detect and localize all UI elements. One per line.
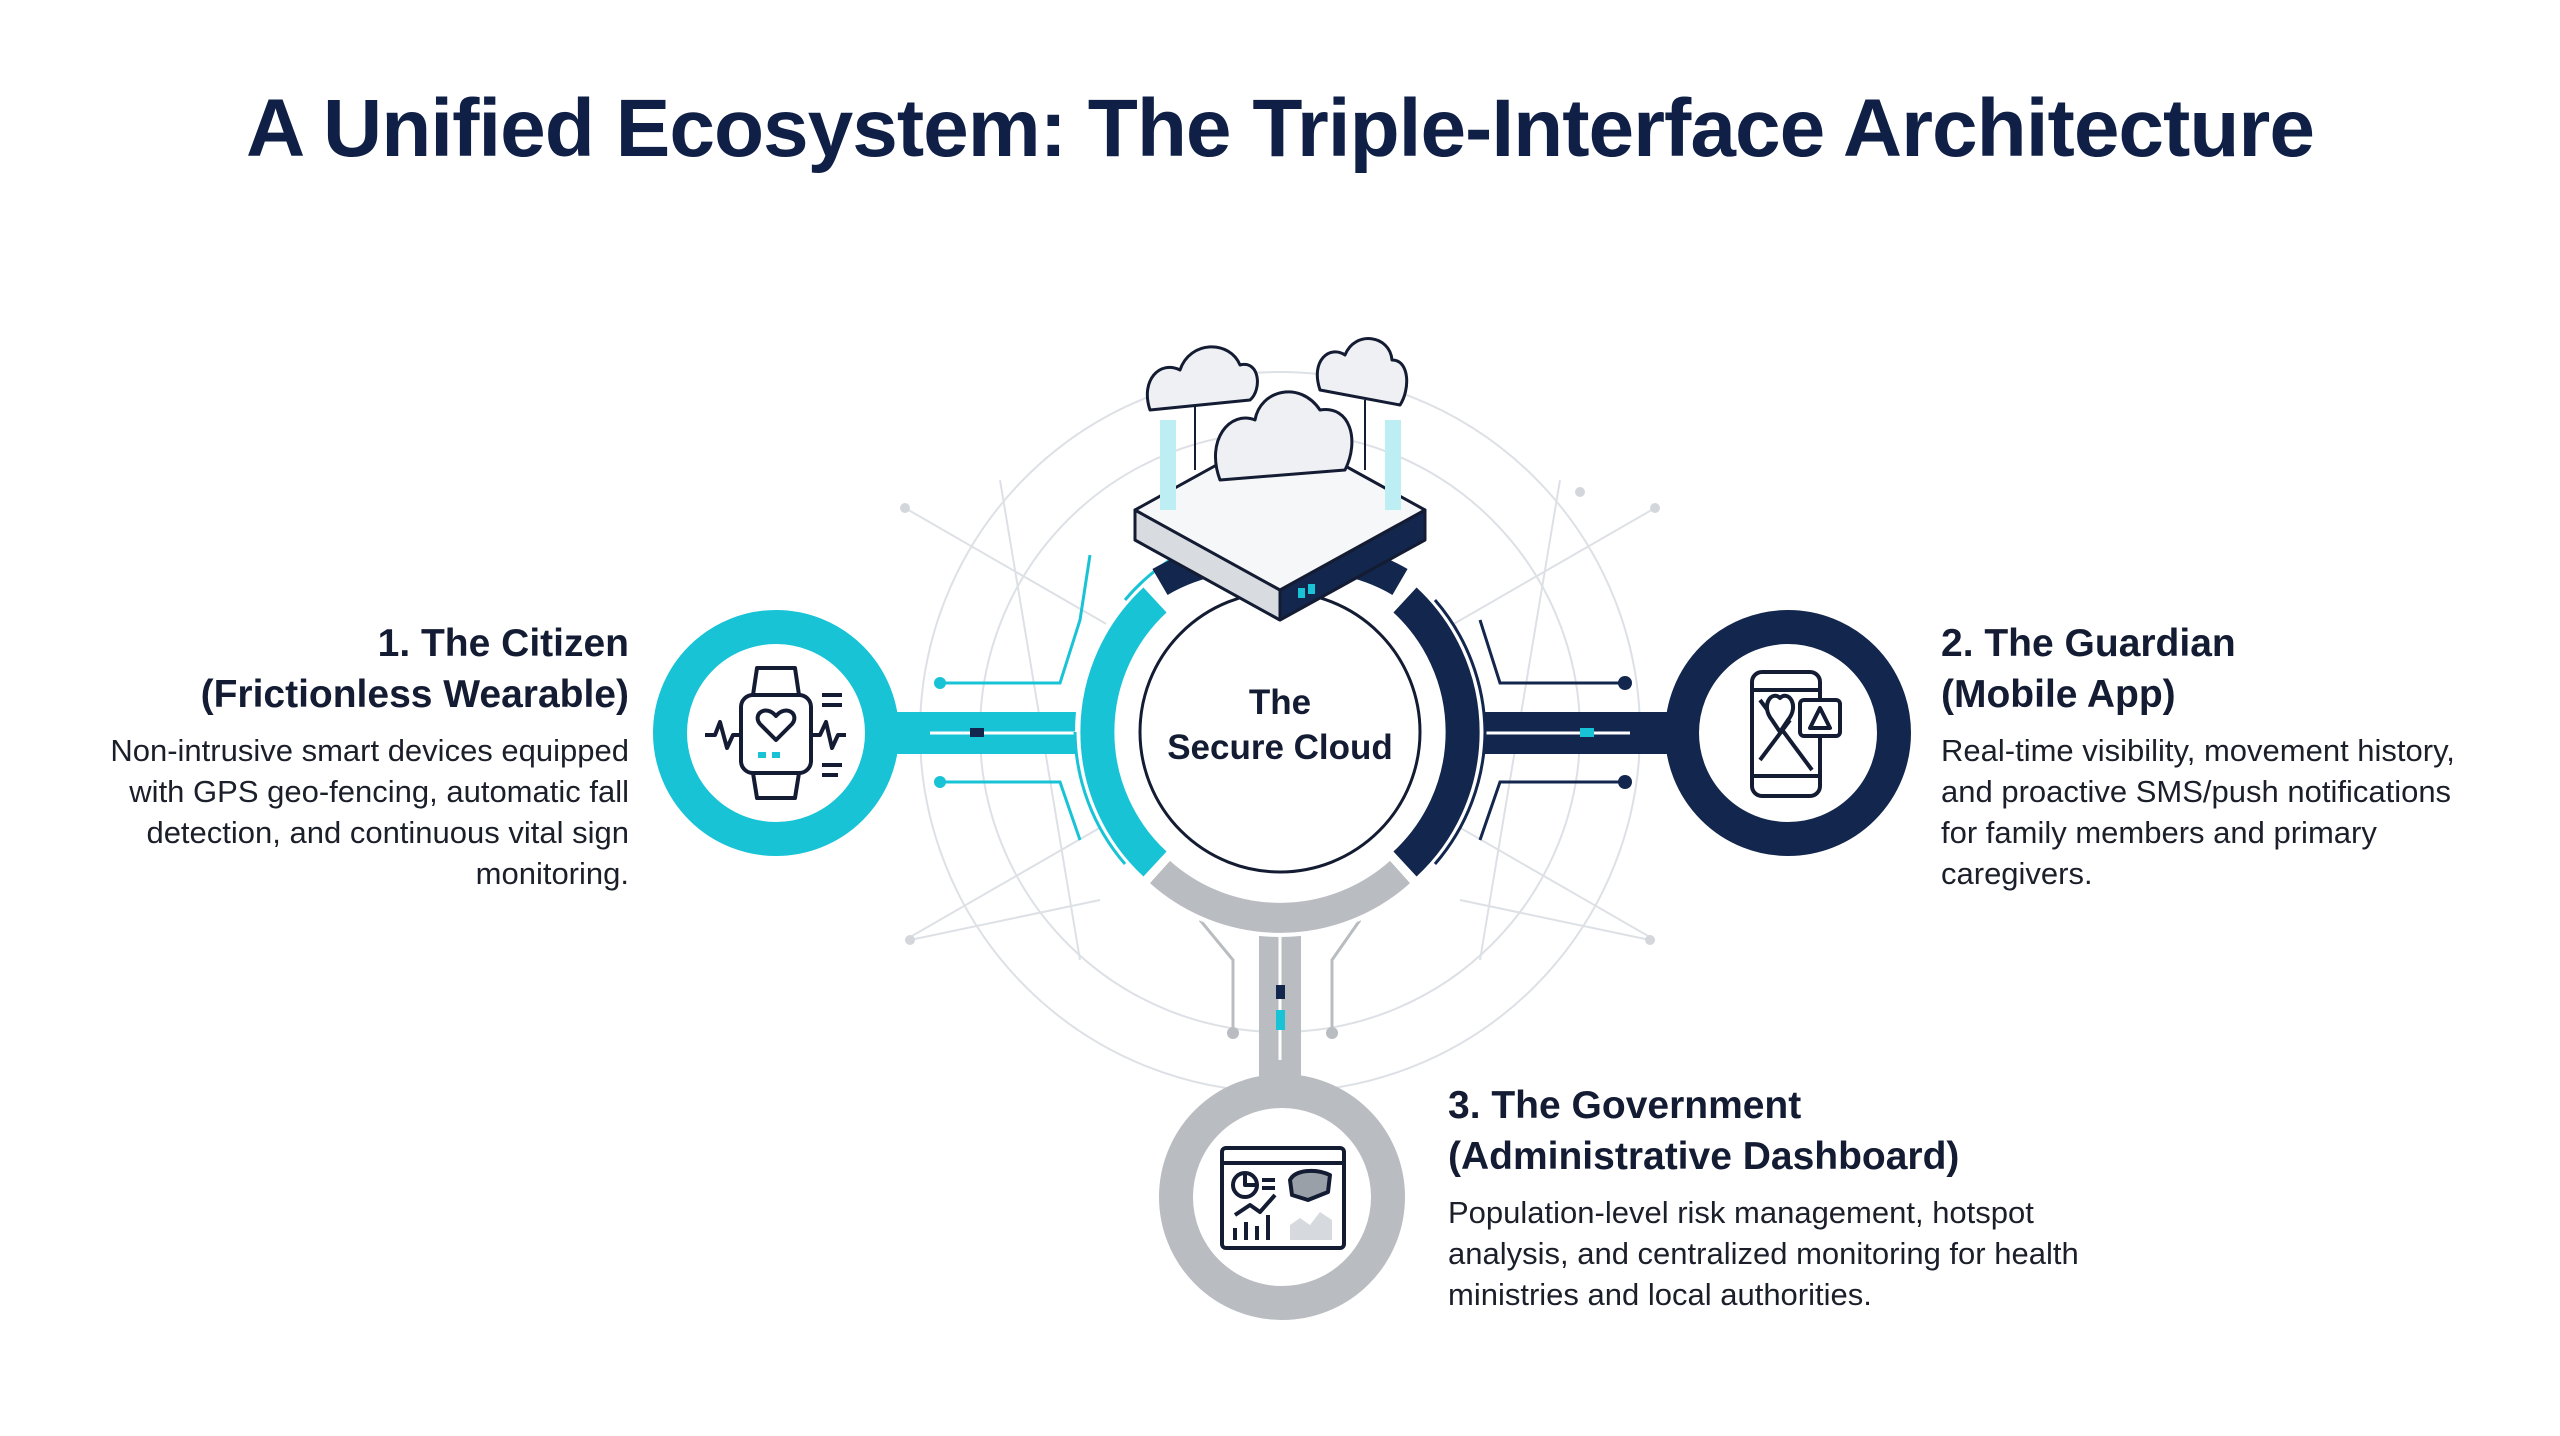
phone-map-alert-icon [1750,670,1842,798]
government-description: 3. The Government (Administrative Dashbo… [1448,1080,2148,1315]
citizen-text: Non-intrusive smart devices equipped wit… [110,733,629,891]
center-label-line2: Secure Cloud [1167,728,1393,767]
guardian-text: Real-time visibility, movement history, … [1941,733,2455,891]
secure-cloud-label: The Secure Cloud [1140,680,1420,770]
government-node [1159,1074,1405,1320]
server-cloud-icon [1133,337,1427,622]
guardian-subheading: (Mobile App) [1941,673,2176,716]
smartwatch-heart-icon [705,666,846,800]
guardian-node [1665,610,1911,856]
citizen-description: 1. The Citizen (Frictionless Wearable) N… [69,618,629,894]
secure-cloud-hub [1073,525,1487,937]
government-subheading: (Administrative Dashboard) [1448,1135,1960,1178]
citizen-node [653,610,899,856]
citizen-subheading: (Frictionless Wearable) [200,673,629,716]
government-text: Population-level risk management, hotspo… [1448,1195,2079,1312]
guardian-description: 2. The Guardian (Mobile App) Real-time v… [1941,618,2461,894]
guardian-heading: 2. The Guardian [1941,622,2236,665]
government-heading: 3. The Government [1448,1084,1802,1127]
citizen-heading: 1. The Citizen [377,622,629,665]
page-title: A Unified Ecosystem: The Triple-Interfac… [246,83,2315,174]
center-label-line1: The [1248,683,1312,722]
dashboard-icon [1220,1146,1346,1250]
